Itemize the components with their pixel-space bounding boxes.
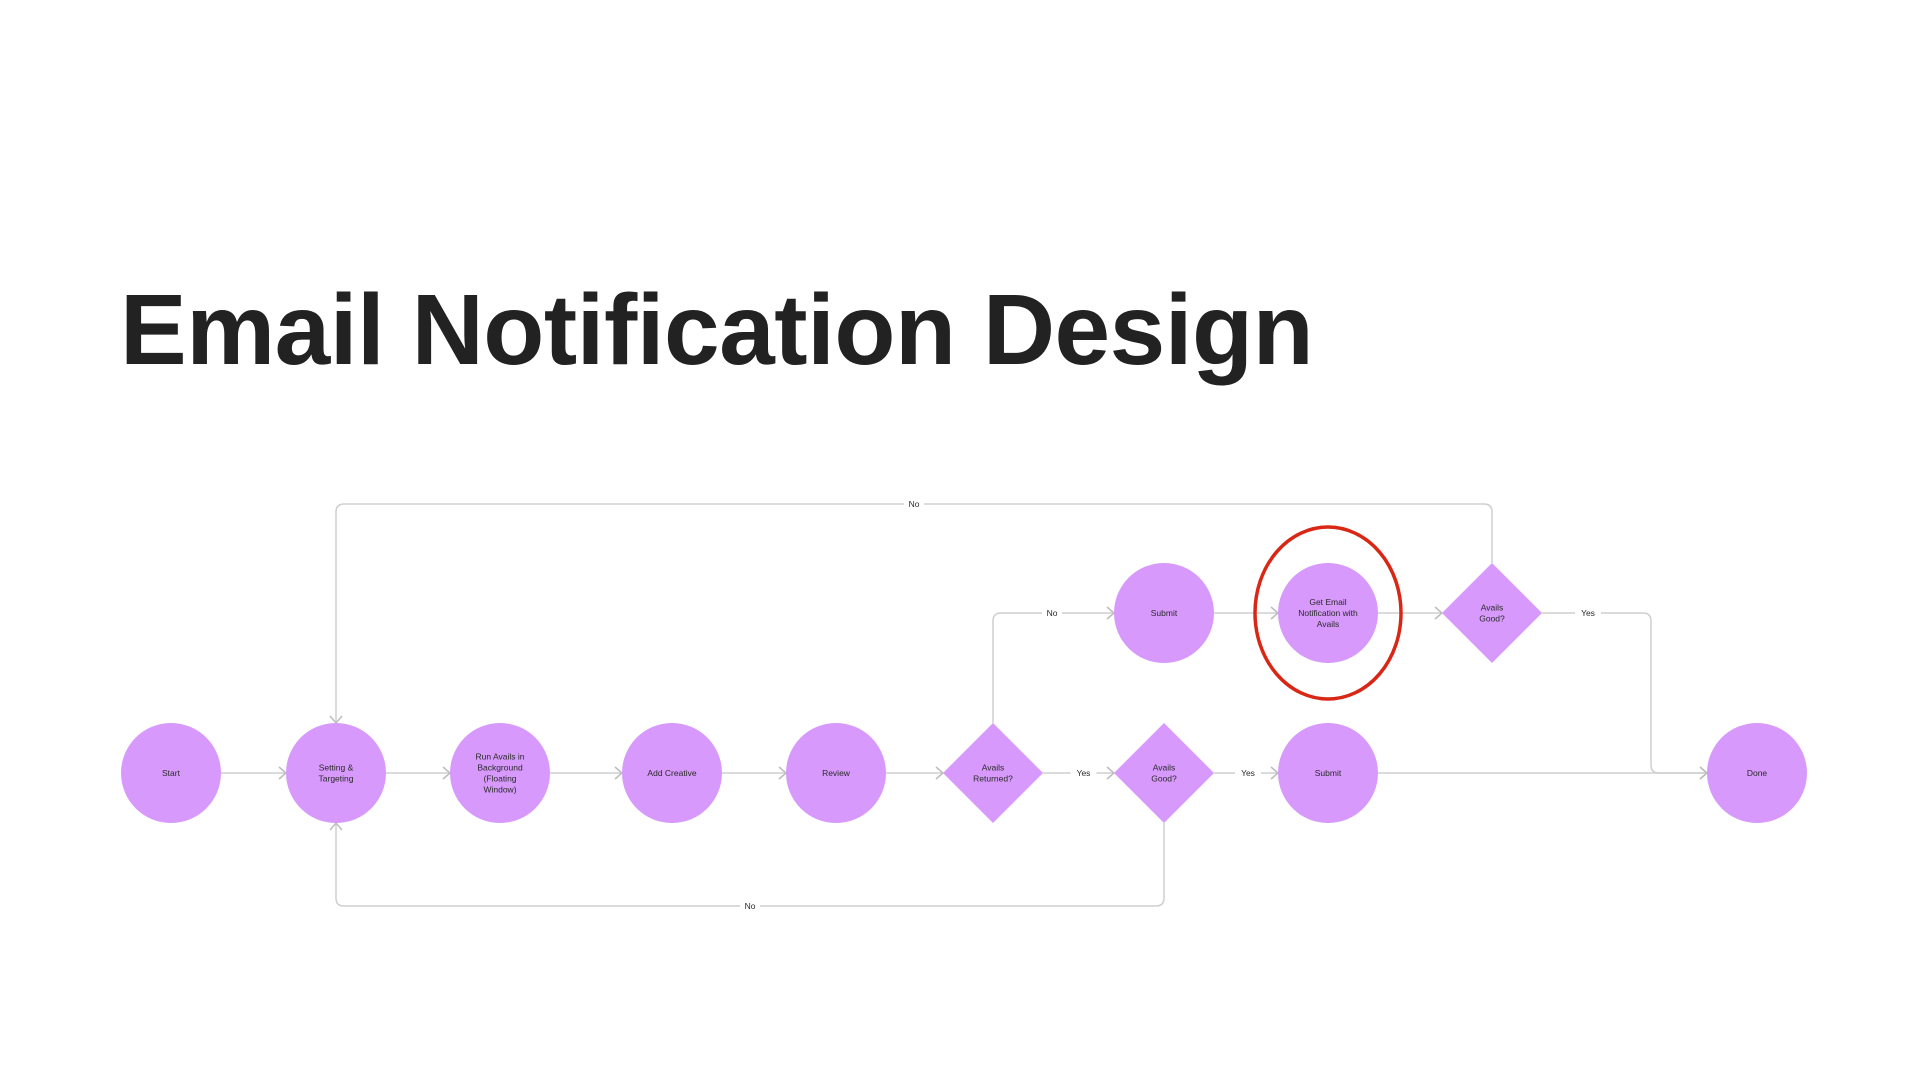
node-submit2: Submit bbox=[1114, 563, 1214, 663]
edge-label-e12: Yes bbox=[1581, 608, 1595, 618]
edges-layer bbox=[221, 503, 1709, 907]
edge-label-e6: Yes bbox=[1077, 768, 1091, 778]
node-label-line: Add Creative bbox=[647, 768, 696, 778]
edge-line bbox=[1542, 612, 1707, 774]
node-circle bbox=[450, 723, 550, 823]
node-circle bbox=[121, 723, 221, 823]
node-label: Setting &Targeting bbox=[319, 763, 354, 784]
edge-label-background bbox=[1042, 606, 1062, 620]
node-label-line: (Floating bbox=[483, 774, 516, 784]
edge-label-background bbox=[1070, 766, 1097, 780]
node-label-line: Avails bbox=[1481, 603, 1504, 613]
edge-label-e7: Yes bbox=[1241, 768, 1255, 778]
node-label-line: Run Avails in bbox=[476, 752, 525, 762]
node-label-line: Notification with bbox=[1298, 608, 1358, 618]
node-circle bbox=[1114, 563, 1214, 663]
node-circle bbox=[622, 723, 722, 823]
node-submit1: Submit bbox=[1278, 723, 1378, 823]
node-label-line: Avails bbox=[982, 763, 1005, 773]
edge-label-e13: No bbox=[909, 499, 920, 509]
edge-submit2-to-email bbox=[1214, 606, 1280, 620]
edge-label-background bbox=[904, 497, 924, 511]
node-circle bbox=[1278, 723, 1378, 823]
node-circle bbox=[1278, 563, 1378, 663]
edge-line bbox=[992, 612, 1114, 723]
node-done: Done bbox=[1707, 723, 1807, 823]
node-label: Done bbox=[1747, 768, 1768, 778]
node-label-line: Window) bbox=[483, 785, 516, 795]
node-label-line: Setting & bbox=[319, 763, 354, 773]
edge-runavails-to-addcreative bbox=[550, 766, 624, 780]
edge-label-e9: No bbox=[1047, 608, 1058, 618]
edge-line bbox=[335, 823, 1165, 907]
node-label: Submit bbox=[1315, 768, 1342, 778]
node-diamond bbox=[1114, 723, 1214, 823]
node-review: Review bbox=[786, 723, 886, 823]
node-addcreative: Add Creative bbox=[622, 723, 722, 823]
node-label-line: Targeting bbox=[319, 774, 354, 784]
edge-label-e14: No bbox=[745, 901, 756, 911]
node-diamond bbox=[943, 723, 1043, 823]
node-label-line: Get Email bbox=[1309, 597, 1346, 607]
edge-label-background bbox=[1575, 606, 1601, 620]
edge-returned-to-submit2 bbox=[992, 606, 1116, 723]
edge-addcreative-to-review bbox=[722, 766, 788, 780]
node-label: Add Creative bbox=[647, 768, 696, 778]
node-circle bbox=[286, 723, 386, 823]
highlight-layer bbox=[1253, 525, 1403, 701]
node-start: Start bbox=[121, 723, 221, 823]
edge-label-background bbox=[1235, 766, 1261, 780]
node-label-line: Returned? bbox=[973, 774, 1013, 784]
node-label-line: Done bbox=[1747, 768, 1768, 778]
edge-review-to-returned bbox=[886, 766, 945, 780]
node-circle bbox=[1707, 723, 1807, 823]
edge-start-to-setting bbox=[221, 766, 288, 780]
node-label: Submit bbox=[1151, 608, 1178, 618]
edge-setting-to-runavails bbox=[386, 766, 452, 780]
edge-email-to-good2 bbox=[1378, 606, 1444, 620]
highlight-ellipse bbox=[1253, 525, 1403, 701]
node-label-line: Avails bbox=[1317, 619, 1340, 629]
node-setting: Setting &Targeting bbox=[286, 723, 386, 823]
node-label-line: Avails bbox=[1153, 763, 1176, 773]
node-label-line: Submit bbox=[1151, 608, 1178, 618]
page-title: Email Notification Design bbox=[120, 274, 1314, 386]
edge-label-background bbox=[740, 899, 760, 913]
node-label-line: Review bbox=[822, 768, 851, 778]
node-label-line: Good? bbox=[1479, 614, 1505, 624]
node-circle bbox=[786, 723, 886, 823]
edge-good1-to-setting bbox=[329, 821, 1165, 907]
node-label-line: Good? bbox=[1151, 774, 1177, 784]
node-label-line: Submit bbox=[1315, 768, 1342, 778]
node-label: Review bbox=[822, 768, 851, 778]
node-label-line: Start bbox=[162, 768, 181, 778]
node-label-line: Background bbox=[477, 763, 523, 773]
edge-good2-to-done bbox=[1542, 612, 1709, 780]
node-diamond bbox=[1442, 563, 1542, 663]
node-label: Start bbox=[162, 768, 181, 778]
